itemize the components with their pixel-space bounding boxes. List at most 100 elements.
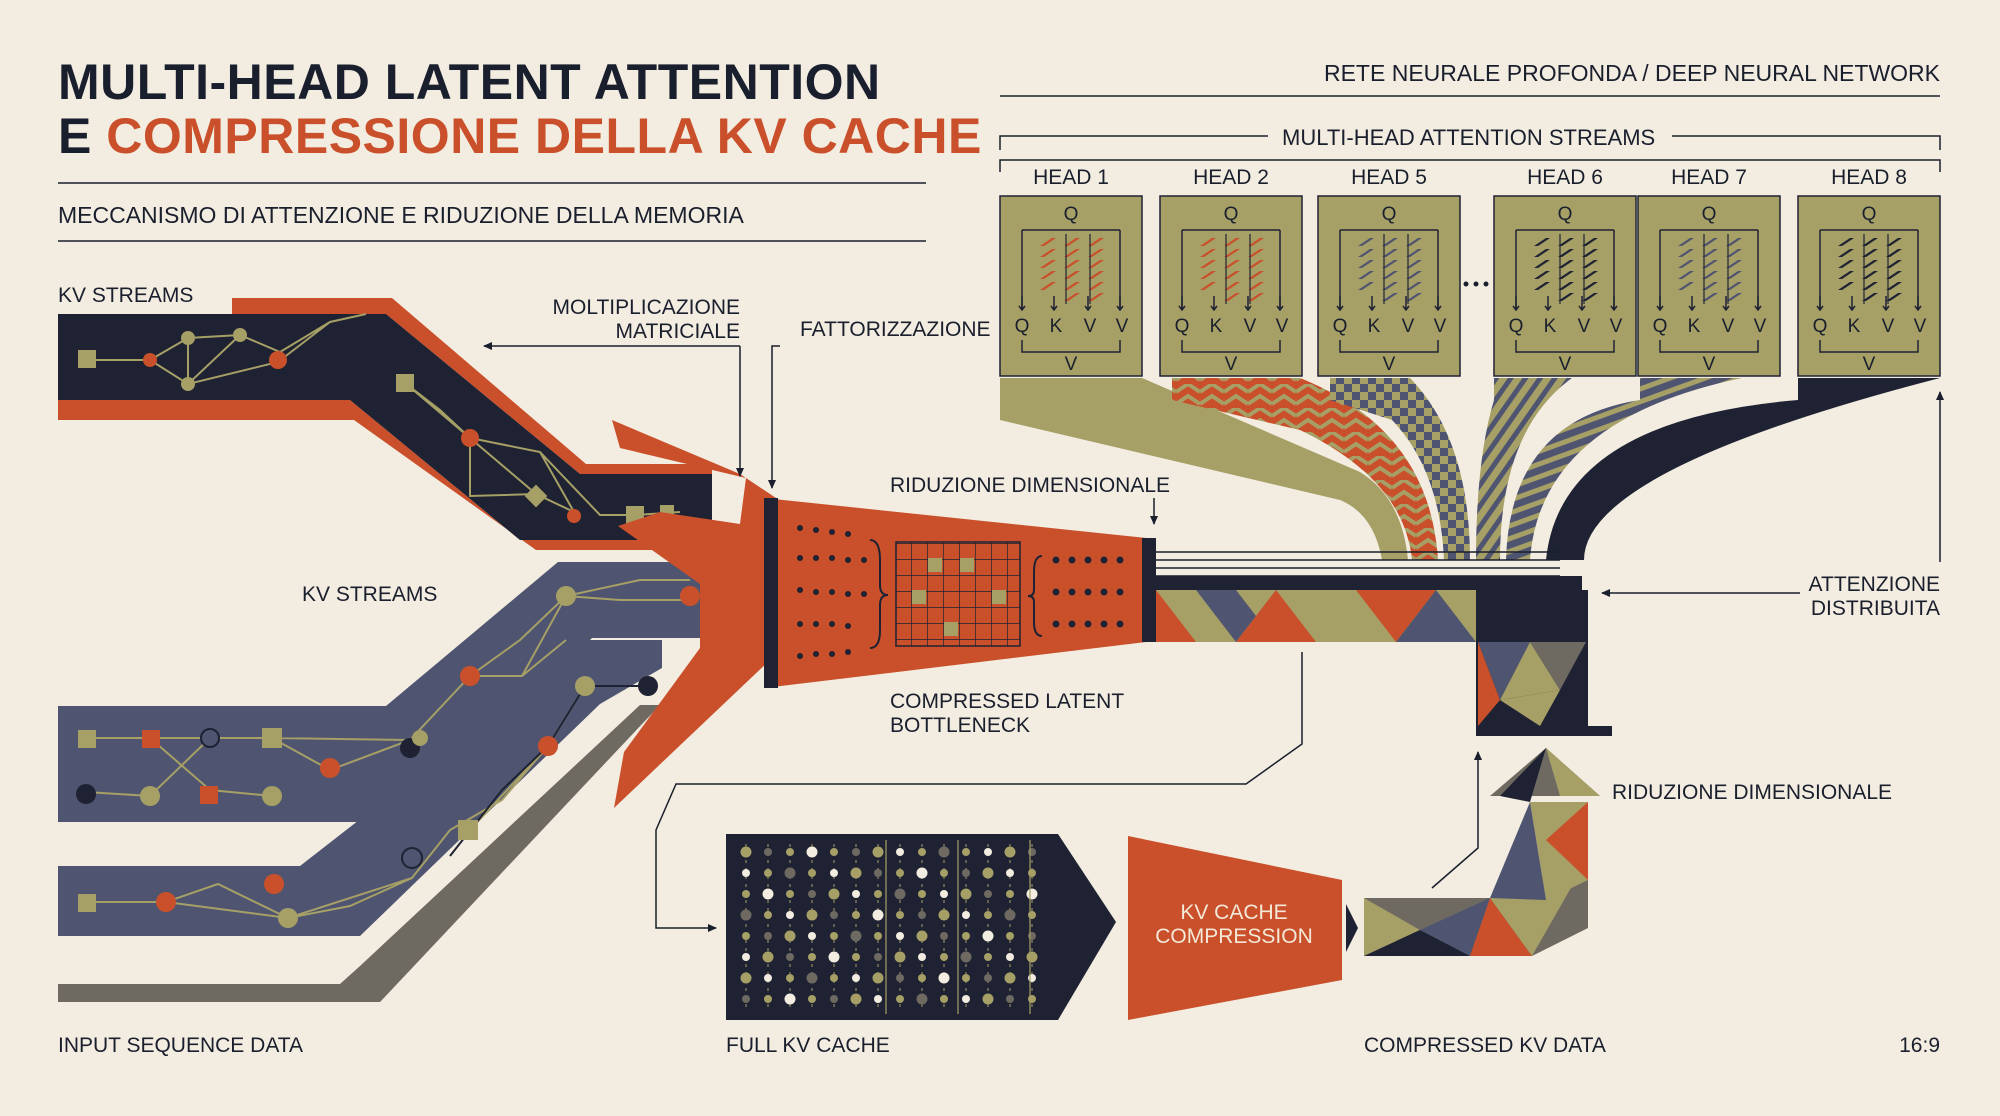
kv-compression-label-1: KV CACHE (1180, 901, 1288, 924)
head-k-letter: K (1848, 316, 1861, 337)
head-v-letter: V (1276, 316, 1289, 337)
head-v-output: V (1383, 354, 1396, 375)
riduzione-top-label: RIDUZIONE DIMENSIONALE (890, 474, 1171, 497)
bottleneck-right-bar (1142, 538, 1156, 642)
head-k-letter: K (1050, 316, 1063, 337)
head-label-2: HEAD 2 (1193, 166, 1269, 189)
head-label-1: HEAD 1 (1033, 166, 1109, 189)
head-gap-ellipsis (1463, 281, 1489, 287)
head-v-output: V (1863, 354, 1876, 375)
head-q-letter: Q (1333, 316, 1348, 337)
compressed-kv-mosaic (1364, 748, 1600, 956)
moltiplicazione-label-1: MOLTIPLICAZIONE (552, 296, 740, 319)
head-label-4: HEAD 6 (1527, 166, 1603, 189)
moltiplicazione-label-2: MATRICIALE (615, 320, 740, 343)
leader-lines (483, 342, 1944, 932)
stream-low (58, 640, 662, 936)
stream-mid-markers (76, 586, 700, 806)
stream-top-markers (78, 328, 674, 524)
head-k-letter: K (1688, 316, 1701, 337)
head-v-letter: V (1578, 316, 1591, 337)
compression-arrow-tip (1346, 904, 1358, 952)
page-title-line-2: E COMPRESSIONE DELLA KV CACHE (58, 108, 982, 164)
bottleneck-label-2: BOTTLENECK (890, 714, 1031, 737)
head-v-output: V (1703, 354, 1716, 375)
streams-header: MULTI-HEAD ATTENTION STREAMS (1282, 125, 1656, 150)
stream-top (58, 314, 712, 540)
head-v-output: V (1225, 354, 1238, 375)
head-q-letter: Q (1175, 316, 1190, 337)
mosaic-drop (1476, 590, 1588, 726)
attenzione-label-1: ATTENZIONE (1808, 573, 1940, 596)
head-stream-6 (1476, 378, 1572, 560)
head-q-label: Q (1558, 204, 1573, 225)
head-q-letter: Q (1509, 316, 1524, 337)
head-v-letter: V (1754, 316, 1767, 337)
bottleneck-brace-right (1027, 555, 1043, 637)
head-stream-5 (1330, 378, 1470, 560)
full-kv-cache-dots (740, 840, 1038, 1014)
full-kv-cache-block (726, 834, 1116, 1020)
head-q-label: Q (1064, 204, 1079, 225)
attenzione-label-2: DISTRIBUITA (1810, 597, 1940, 620)
head-q-label: Q (1702, 204, 1717, 225)
head-label-5: HEAD 7 (1671, 166, 1747, 189)
stream-low-markers (78, 676, 658, 928)
kv-compression-box (1128, 836, 1342, 1020)
input-sequence-label: INPUT SEQUENCE DATA (58, 1034, 304, 1057)
bottleneck-label-1: COMPRESSED LATENT (890, 690, 1125, 713)
head-v-output: V (1065, 354, 1078, 375)
head-label-6: HEAD 8 (1831, 166, 1907, 189)
head-v-letter: V (1610, 316, 1623, 337)
head-v-letter: V (1244, 316, 1257, 337)
head-stream-1 (1000, 378, 1408, 560)
head-stream-8 (1546, 378, 1940, 560)
head-q-label: Q (1224, 204, 1239, 225)
merge-bar (1156, 576, 1582, 590)
head-q-letter: Q (1653, 316, 1668, 337)
head-k-letter: K (1210, 316, 1223, 337)
streams-bracket (999, 135, 1941, 172)
kv-streams-mid-label: KV STREAMS (302, 583, 438, 606)
head-v-letter: V (1914, 316, 1927, 337)
bottleneck-dots-left (797, 525, 867, 659)
stream-mid (58, 562, 730, 822)
funnel-intake (612, 420, 776, 808)
aspect-ratio-label: 16:9 (1899, 1034, 1940, 1057)
title-prefix: E (58, 108, 107, 164)
head-v-output: V (1559, 354, 1572, 375)
page-title-line-1: MULTI-HEAD LATENT ATTENTION (58, 54, 881, 110)
head-k-letter: K (1368, 316, 1381, 337)
title-accent: COMPRESSIONE DELLA KV CACHE (106, 108, 982, 164)
head-v-letter: V (1722, 316, 1735, 337)
kv-compression-label-2: COMPRESSION (1155, 925, 1313, 948)
bottleneck-dots-right (1052, 556, 1124, 628)
kv-streams-top-label: KV STREAMS (58, 284, 194, 307)
mosaic-drop-base (1476, 726, 1612, 736)
compressed-kv-data-label: COMPRESSED KV DATA (1364, 1034, 1606, 1057)
head-label-3: HEAD 5 (1351, 166, 1427, 189)
head-q-label: Q (1382, 204, 1397, 225)
head-stream-7 (1506, 378, 1742, 560)
head-q-letter: Q (1813, 316, 1828, 337)
bottleneck-left-bar (764, 498, 778, 688)
head-v-letter: V (1882, 316, 1895, 337)
head-q-letter: Q (1015, 316, 1030, 337)
network-label: RETE NEURALE PROFONDA / DEEP NEURAL NETW… (1323, 60, 1940, 86)
head-v-letter: V (1084, 316, 1097, 337)
head-k-letter: K (1544, 316, 1557, 337)
page-subtitle: MECCANISMO DI ATTENZIONE E RIDUZIONE DEL… (58, 202, 744, 228)
head-v-letter: V (1116, 316, 1129, 337)
bottleneck-brace-left (869, 539, 889, 649)
head-v-letter: V (1434, 316, 1447, 337)
head-v-letter: V (1402, 316, 1415, 337)
head-q-label: Q (1862, 204, 1877, 225)
